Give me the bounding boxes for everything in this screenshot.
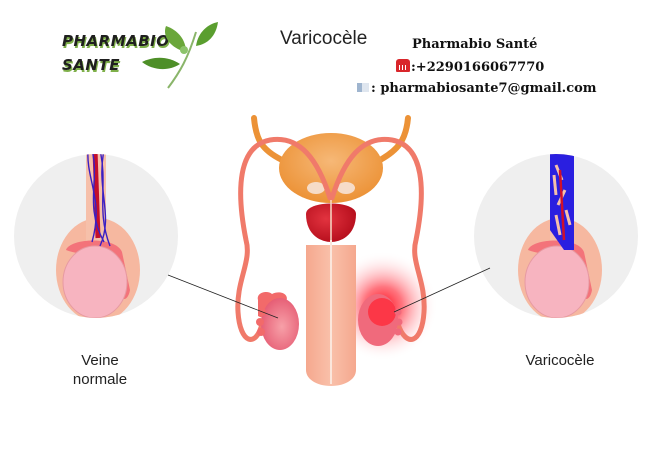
leaf-icon [142, 22, 218, 89]
contact-email-row: : pharmabiosante7@gmail.com [357, 81, 597, 96]
contact-email: : pharmabiosante7@gmail.com [371, 81, 597, 96]
label-normal-vein: Veine normale [72, 352, 128, 388]
left-leader-line [167, 274, 279, 319]
right-testis [358, 294, 403, 346]
logo-text-line1: PHARMABIO [62, 32, 170, 50]
left-callout-normal-vein [14, 154, 178, 318]
brand-logo: PHARMABIO SANTE [58, 22, 218, 90]
page-title: Varicocèle [280, 28, 368, 49]
left-testis [256, 292, 299, 350]
contact-phone-row: :+2290166067770 [396, 59, 544, 75]
label-varicocele: Varicocèle [525, 352, 595, 369]
right-vas-deferens [329, 136, 427, 342]
left-vas-deferens [235, 136, 333, 342]
contact-name: Pharmabio Santé [412, 37, 538, 52]
right-leader-line [393, 267, 491, 313]
contact-phone: :+2290166067770 [411, 60, 545, 75]
email-icon [357, 83, 369, 92]
logo-text-line2: SANTE [62, 56, 120, 74]
telephone-icon [396, 59, 410, 72]
right-callout-varicocele [474, 154, 638, 318]
